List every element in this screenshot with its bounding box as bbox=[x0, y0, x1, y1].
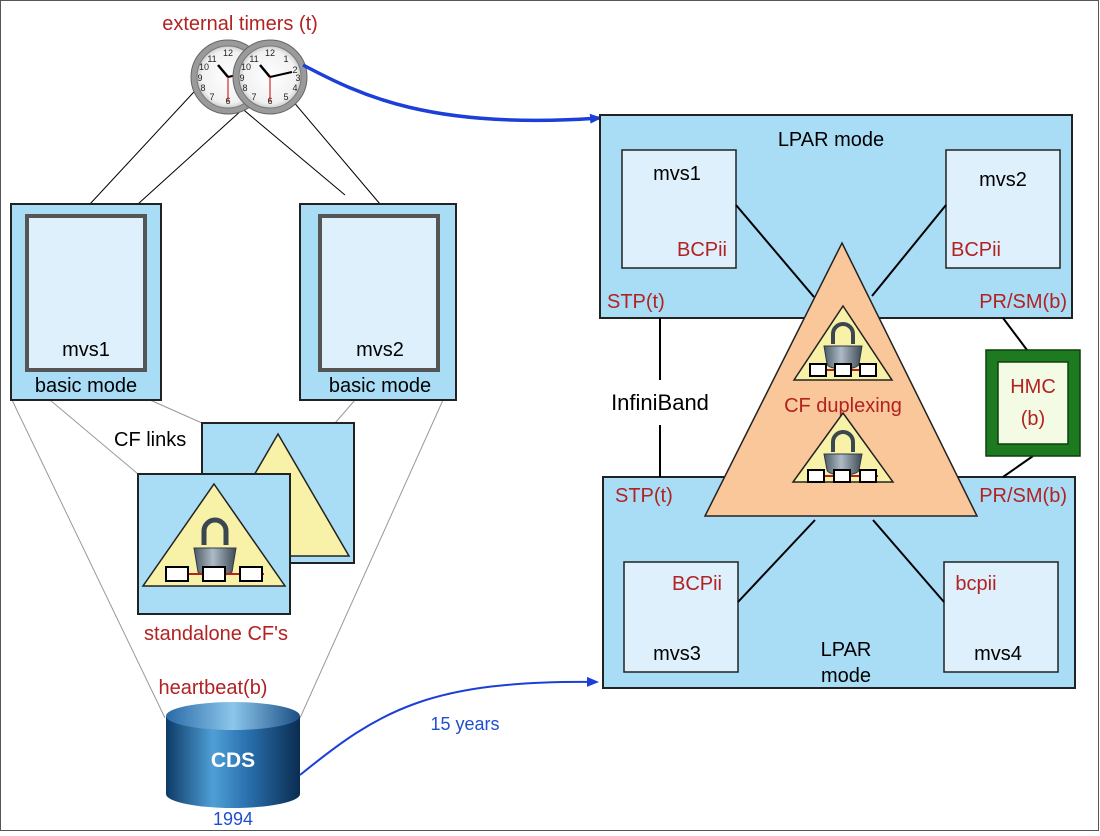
mvs1-label: mvs1 bbox=[62, 339, 110, 361]
svg-text:3: 3 bbox=[295, 73, 300, 83]
standalone-cf-front bbox=[137, 473, 291, 615]
svg-text:9: 9 bbox=[239, 73, 244, 83]
hmc-console: HMC (b) bbox=[985, 349, 1081, 457]
svg-text:2: 2 bbox=[292, 65, 297, 75]
structure-blocks-icon bbox=[809, 363, 877, 377]
prsm-label: PR/SM(b) bbox=[979, 291, 1067, 313]
svg-text:4: 4 bbox=[292, 83, 297, 93]
cf-links-label: CF links bbox=[114, 429, 186, 451]
infiniband-label: InfiniBand bbox=[611, 390, 709, 415]
cds-disk-icon: CDS bbox=[166, 702, 300, 808]
prsm-label: PR/SM(b) bbox=[979, 485, 1067, 507]
lpar-bcpii: BCPii bbox=[677, 239, 727, 261]
cf-duplexing-triangle: CF duplexing bbox=[703, 241, 979, 517]
svg-text:9: 9 bbox=[197, 73, 202, 83]
bottom-cec-title-1: LPAR bbox=[821, 639, 872, 661]
svg-text:10: 10 bbox=[241, 62, 251, 72]
lpar-bcpii: BCPii bbox=[672, 573, 722, 595]
lpar-box-mvs4 bbox=[943, 561, 1059, 673]
lpar-box-mvs3 bbox=[623, 561, 739, 673]
svg-text:11: 11 bbox=[249, 54, 258, 64]
svg-text:7: 7 bbox=[251, 92, 256, 102]
svg-text:10: 10 bbox=[199, 62, 209, 72]
svg-text:5: 5 bbox=[283, 92, 288, 102]
fifteen-years-label: 15 years bbox=[430, 714, 499, 734]
lpar-name: mvs3 bbox=[653, 643, 701, 665]
basic-mode-system-1: mvs1 basic mode bbox=[10, 203, 162, 401]
svg-text:8: 8 bbox=[242, 83, 247, 93]
lpar-bcpii: bcpii bbox=[955, 573, 996, 595]
basic-mode-system-2: mvs2 basic mode bbox=[299, 203, 457, 401]
stp-label: STP(t) bbox=[615, 485, 673, 507]
lpar-box-mvs2 bbox=[945, 149, 1061, 269]
top-cec: LPAR mode mvs1 BCPii mvs2 BCPii STP(t) P… bbox=[599, 114, 1073, 319]
basic-mode-label: basic mode bbox=[329, 375, 431, 397]
top-cec-title: LPAR mode bbox=[778, 129, 884, 151]
lpar-bcpii: BCPii bbox=[951, 239, 1001, 261]
structure-blocks-icon bbox=[165, 566, 264, 582]
lpar-name: mvs4 bbox=[974, 643, 1022, 665]
heartbeat-label: heartbeat(b) bbox=[159, 677, 268, 699]
standalone-cfs-label: standalone CF's bbox=[144, 623, 288, 645]
hmc-b-label: (b) bbox=[1021, 408, 1045, 430]
cf-duplexing-label: CF duplexing bbox=[784, 395, 902, 417]
svg-text:1: 1 bbox=[283, 54, 288, 64]
lpar-name: mvs2 bbox=[979, 169, 1027, 191]
structure-blocks-icon bbox=[807, 469, 878, 483]
right-connector-lines bbox=[659, 204, 1034, 603]
svg-text:12: 12 bbox=[223, 48, 233, 58]
hmc-label: HMC bbox=[1010, 376, 1056, 398]
timer-to-lpar-arrow bbox=[302, 63, 602, 124]
svg-text:8: 8 bbox=[200, 83, 205, 93]
basic-mode-label: basic mode bbox=[35, 375, 137, 397]
mvs2-label: mvs2 bbox=[356, 339, 404, 361]
lpar-name: mvs1 bbox=[653, 163, 701, 185]
bottom-cec-title-2: mode bbox=[821, 665, 871, 687]
svg-text:11: 11 bbox=[207, 54, 216, 64]
svg-text:12: 12 bbox=[265, 48, 275, 58]
svg-text:7: 7 bbox=[209, 92, 214, 102]
lock-icon bbox=[823, 322, 863, 370]
lpar-box-mvs1 bbox=[621, 149, 737, 269]
external-timers-label: external timers (t) bbox=[162, 13, 318, 35]
stp-label: STP(t) bbox=[607, 291, 665, 313]
cds-label: CDS bbox=[211, 749, 255, 772]
cds-to-lpar-arrow bbox=[299, 676, 599, 776]
year-1994-label: 1994 bbox=[213, 809, 253, 829]
